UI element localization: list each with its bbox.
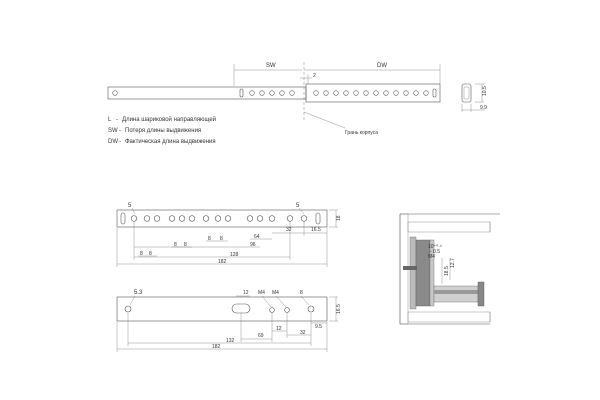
rail-1-dim-64: 64 [254,234,260,240]
section-view: M4 10⁺⁰·⁵ - 0.5 18.5 12.7 [399,213,500,325]
legend: L - Длина шариковой направляющей SW - По… [108,116,216,145]
profile-width-label: 9.9 [480,105,487,111]
rail-2-dim-9-5: 9.5 [315,324,322,330]
legend-sym-dw: DW [108,139,118,145]
legend-sym-sw: SW [108,128,118,134]
legend-text-sw: Потеря длины выдвижения [125,128,201,134]
svg-text:-: - [116,117,118,123]
rail-2-dim-132: 132 [226,338,235,344]
legend-sym-l: L [108,117,112,123]
rail-1-dim-8f: 8 [149,251,152,257]
rail-2-dim-182: 182 [212,344,221,350]
legend-text-l: Длина шариковой направляющей [122,116,216,123]
extension-rail-body [305,83,441,103]
rail-2-dim-32: 32 [300,330,306,336]
top-view-rail: Грань корпуса SW DW 2 10.5 9.9 [107,62,488,136]
rail-2-dim-5-3: 5.3 [134,290,143,296]
rail-1-dim-32: 32 [286,227,292,233]
rail-1-dim-128: 128 [230,252,239,258]
rail-1-dim-8a: 8 [208,236,211,242]
rail-1-dim-8d: 8 [184,242,187,248]
rail-1-height-dim: 18 [336,215,342,221]
rail-2-dim-69: 69 [258,333,264,339]
rail-2-dim-12: 12 [243,290,249,296]
rail-2-m4-a: M4 [258,290,265,296]
rail-1-top-right-dim: 5 [296,203,300,209]
section-m4-label: M4 [428,254,435,260]
sw-label: SW [266,63,276,69]
rail-1-holes [120,212,321,225]
rail-profile [461,83,472,103]
extension-rail-holes [313,88,437,98]
rail-2-drawing: 5.3 12 M4 M4 8 16.5 9.5 12 32 69 132 182 [116,290,342,352]
section-dim-12-7: 12.7 [450,258,456,268]
rail-1-dim-8c: 8 [174,242,177,248]
cabinet-face-label: Грань корпуса [345,130,378,136]
rail-1-dim-16-5: 16.5 [311,227,321,233]
profile-height-label: 10.5 [482,86,488,96]
legend-text-dw: Фактическая длина выдвижения [125,139,216,145]
rail-1-dim-8b: 8 [220,236,223,242]
rail-1-drawing: 5 5 18 32 16.5 64 8 8 8 8 96 8 8 128 182 [116,203,342,267]
rail-2-height-dim: 16.5 [336,304,342,314]
rail-1-body [116,209,328,228]
section-dim-18-5: 18.5 [444,266,450,276]
base-rail-body [107,86,307,100]
svg-text:-: - [119,128,121,134]
svg-text:-: - [119,139,121,145]
base-rail-holes [239,88,295,98]
face-leader [303,111,346,129]
rail-2-m4-b: M4 [272,290,279,296]
rail-2-dim-12b: 12 [276,326,282,332]
dw-label: DW [377,63,387,69]
rail-2-holes [124,303,315,314]
section-dim-10: 10⁺⁰·⁵ [428,244,442,250]
rail-1-dim-96: 96 [250,242,256,248]
rail-end-hole [112,90,118,96]
screw [403,266,417,270]
rail-1-dim-8e: 8 [140,251,143,257]
section-dim-10b: - 0.5 [430,249,440,255]
rail-2-body [116,296,328,322]
rail-1-top-left-dim: 5 [128,203,132,209]
gap-label: 2 [313,73,316,79]
rail-2-dim-8: 8 [300,290,303,296]
cabinet-side-hatch [409,236,417,310]
rail-1-dim-182: 182 [218,259,227,265]
